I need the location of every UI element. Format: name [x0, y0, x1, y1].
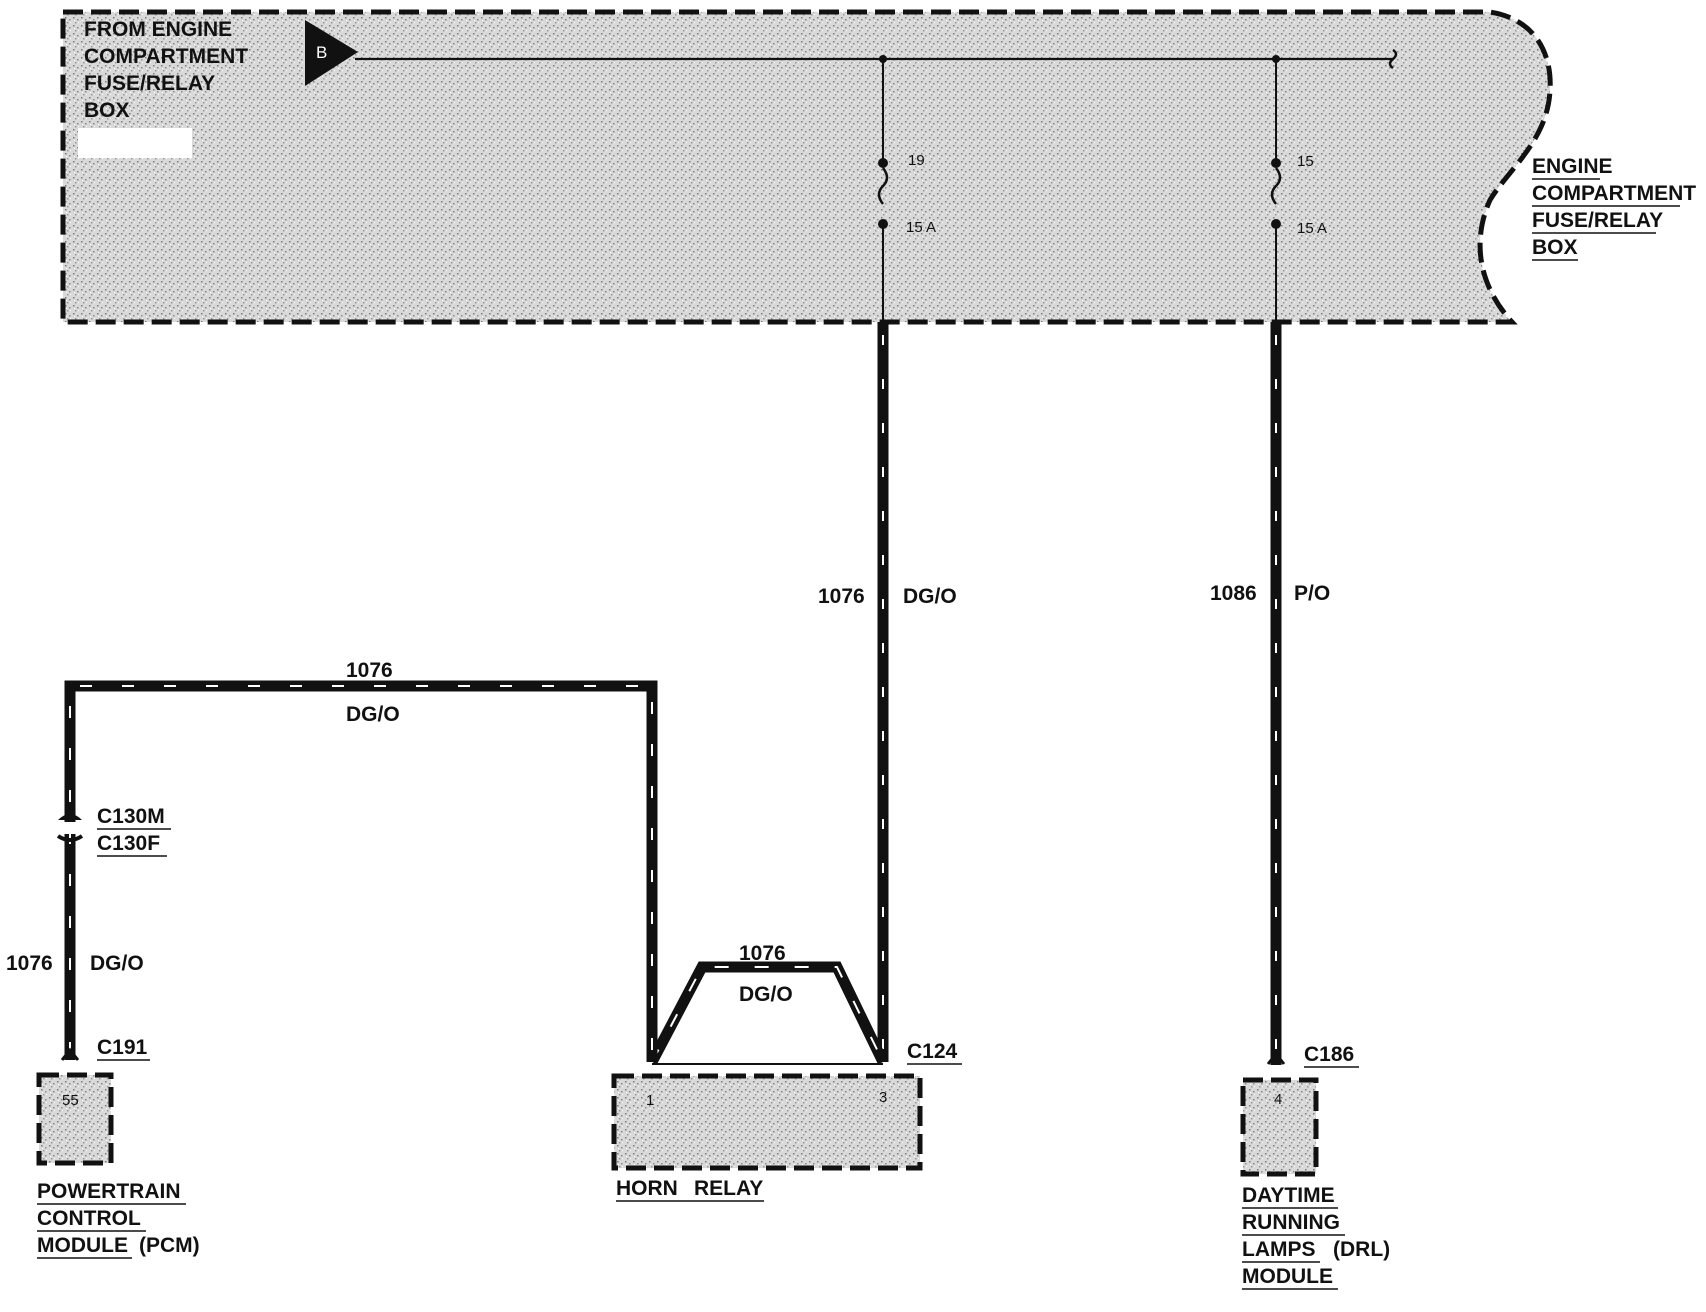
source-symbol-letter: B [316, 43, 327, 62]
horn-relay-name-word-2: RELAY [694, 1177, 763, 1200]
connector-c124: C124 [907, 1040, 958, 1063]
connector-c191: C191 [97, 1036, 148, 1059]
drl-name-line-4: MODULE [1242, 1265, 1333, 1288]
horn-relay-pin-3: 3 [879, 1089, 887, 1106]
blank-label-patch [78, 128, 192, 158]
fuse-box-title-line-3: FUSE/RELAY [1532, 209, 1663, 232]
source-label-line-4: BOX [84, 99, 130, 122]
drl-component: 4 DAYTIME RUNNING LAMPS (DRL) MODULE [1240, 1077, 1390, 1290]
fuse-rating: 15 A [906, 219, 936, 236]
connector-end-icon [60, 1047, 80, 1061]
inline-connector-male-icon [58, 814, 82, 820]
connector-end-icon [1266, 1051, 1286, 1065]
fuse-number: 15 [1297, 153, 1314, 170]
inline-connector-female-icon [56, 834, 84, 842]
fuse-element-icon [1270, 167, 1282, 205]
fuse-rating: 15 A [1297, 220, 1327, 237]
connector-c130m: C130M [97, 805, 165, 828]
source-label-line-2: COMPARTMENT [84, 45, 248, 68]
fuse-number: 19 [908, 152, 925, 169]
fuse-element-icon [877, 167, 889, 205]
connector-labels: C130M C130F C191 C124 C186 [97, 805, 1359, 1068]
pcm-pin: 55 [62, 1092, 79, 1109]
drl-box [1240, 1077, 1319, 1177]
pcm-name-line-3: MODULE [37, 1234, 128, 1257]
source-label-line-1: FROM ENGINE [84, 18, 232, 41]
pcm-suffix: (PCM) [139, 1234, 200, 1257]
connector-c186: C186 [1304, 1043, 1354, 1066]
wires [56, 322, 1286, 1065]
circuit-number: 1076 [739, 942, 786, 965]
circuit-color: DG/O [903, 585, 957, 608]
wire-labels: 1076 DG/O 1086 P/O 1076 DG/O 1076 DG/O 1… [6, 582, 1330, 1006]
fuse-box-title-line-4: BOX [1532, 236, 1578, 259]
circuit-color: DG/O [90, 952, 144, 975]
source-triangle-icon [305, 20, 358, 86]
fuse-15: 15 15 A [1270, 59, 1327, 322]
fuse-relay-box: FROM ENGINE COMPARTMENT FUSE/RELAY BOX B… [60, 9, 1553, 325]
circuit-number: 1076 [6, 952, 53, 975]
circuit-color: DG/O [346, 703, 400, 726]
drl-suffix: (DRL) [1333, 1238, 1390, 1261]
pcm-box [36, 1072, 114, 1166]
horn-relay-pin-1: 1 [646, 1092, 654, 1109]
bus-continuation-icon [1388, 48, 1398, 70]
fuse-box-title: ENGINE COMPARTMENT FUSE/RELAY BOX [1532, 155, 1696, 261]
wire-1076-jumper [647, 961, 888, 1065]
fuse-box-title-line-1: ENGINE [1532, 155, 1613, 178]
circuit-number: 1076 [818, 585, 865, 608]
circuit-number: 1086 [1210, 582, 1257, 605]
pcm-name-line-2: CONTROL [37, 1207, 141, 1230]
drl-name-line-1: DAYTIME [1242, 1184, 1335, 1207]
horn-relay-name-word-1: HORN [616, 1177, 678, 1200]
fuse-19: 19 15 A [877, 59, 936, 322]
circuit-color: DG/O [739, 983, 793, 1006]
circuit-color: P/O [1294, 582, 1330, 605]
fuse-box-title-line-2: COMPARTMENT [1532, 182, 1696, 205]
pcm-component: 55 POWERTRAIN CONTROL MODULE (PCM) [36, 1072, 200, 1259]
fuse-relay-box-outline [60, 9, 1553, 325]
connector-c130f: C130F [97, 832, 160, 855]
pcm-name-line-1: POWERTRAIN [37, 1180, 181, 1203]
drl-pin: 4 [1274, 1091, 1282, 1108]
circuit-number: 1076 [346, 659, 393, 682]
drl-name-line-3: LAMPS [1242, 1238, 1316, 1261]
horn-relay-component: 1 3 HORN RELAY [611, 1073, 923, 1202]
wire-1076-pcm [64, 680, 658, 1062]
drl-name-line-2: RUNNING [1242, 1211, 1340, 1234]
horn-relay-box [611, 1073, 923, 1171]
source-label-line-3: FUSE/RELAY [84, 72, 215, 95]
